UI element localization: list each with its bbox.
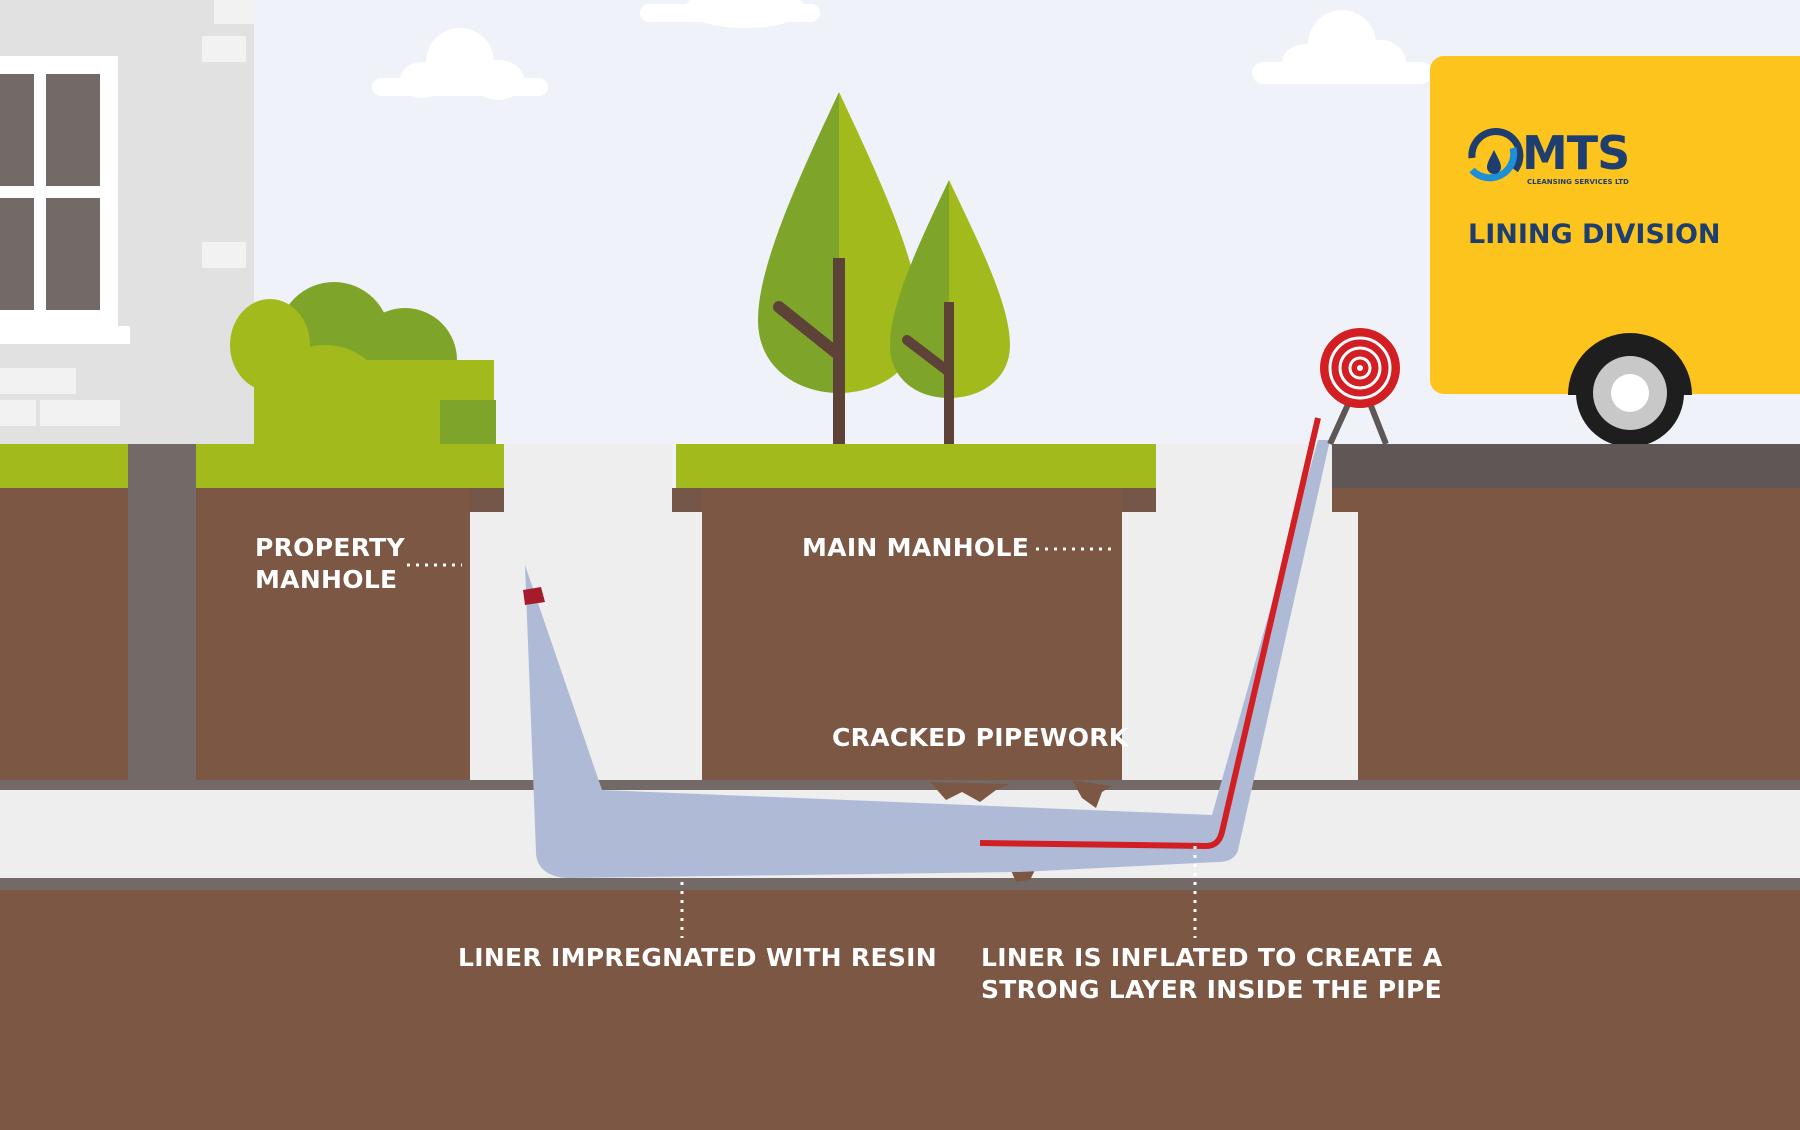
liner-end-cap xyxy=(523,587,545,605)
mts-logo-text: MTS xyxy=(1522,126,1630,180)
grass-strip xyxy=(196,444,504,488)
liner-inflated-label: LINER IS INFLATED TO CREATE A STRONG LAY… xyxy=(981,942,1442,1006)
reel-icon xyxy=(1320,328,1400,408)
mts-logo-icon xyxy=(1468,128,1524,182)
grass-strip xyxy=(676,444,1156,488)
liner-resin-label: LINER IMPREGNATED WITH RESIN xyxy=(458,943,937,972)
lining-division-label: LINING DIVISION xyxy=(1468,219,1721,250)
property-manhole-shaft xyxy=(470,444,702,790)
label-line: STRONG LAYER INSIDE THE PIPE xyxy=(981,975,1442,1004)
cloud xyxy=(640,0,820,28)
pipe-bottom-wall xyxy=(0,878,1800,890)
van xyxy=(1430,56,1800,447)
resin-liner xyxy=(525,440,1330,878)
property-manhole-label: PROPERTY MANHOLE xyxy=(255,532,405,596)
tree-small xyxy=(890,180,1010,444)
pipe-top-wall xyxy=(0,780,1800,790)
grass-strip xyxy=(0,444,128,488)
label-line: MANHOLE xyxy=(255,565,398,594)
label-line: PROPERTY xyxy=(255,533,405,562)
main-manhole-label: MAIN MANHOLE xyxy=(802,533,1030,562)
downpipe xyxy=(128,444,196,790)
cloud xyxy=(372,28,548,100)
pipe-crack xyxy=(930,782,1010,802)
label-line: LINER IS INFLATED TO CREATE A xyxy=(981,943,1443,972)
inflation-cord xyxy=(979,417,1321,850)
bush xyxy=(230,282,496,454)
mts-logo-subtext: CLEANSING SERVICES LTD xyxy=(1527,178,1629,186)
road xyxy=(1332,444,1800,488)
cloud xyxy=(1252,10,1432,84)
cracked-pipework-label: CRACKED PIPEWORK xyxy=(832,723,1129,752)
building xyxy=(0,0,254,444)
pipe-crack xyxy=(1072,780,1112,808)
